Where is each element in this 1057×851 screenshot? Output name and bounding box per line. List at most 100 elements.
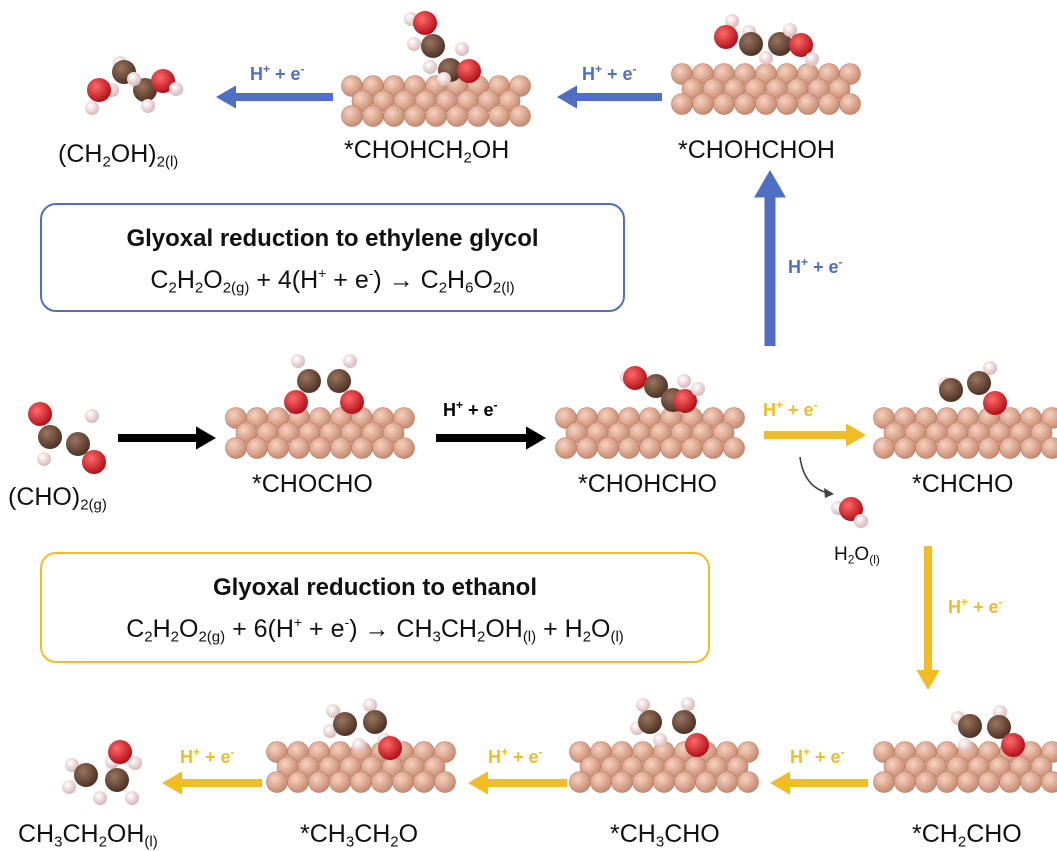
- copper-atom: [330, 437, 352, 459]
- copper-atom: [1030, 422, 1053, 444]
- arrow-head: [846, 423, 866, 447]
- copper-atom: [671, 93, 693, 115]
- copper-atom: [1020, 771, 1042, 793]
- label-water: H2O(l): [834, 544, 880, 567]
- copper-atom: [392, 771, 414, 793]
- copper-atom: [382, 422, 405, 444]
- copper-atom: [309, 437, 331, 459]
- oxygen-atom: [28, 402, 52, 426]
- glycol-summary-equation: C2H2O2(g) + 4(H+ + e-) → C2H6O2(l): [150, 265, 515, 297]
- carbon-atom: [672, 710, 696, 734]
- molecule-water: [831, 497, 868, 528]
- copper-atom: [467, 105, 489, 127]
- arrow-chocho-to-chohcho: [436, 426, 546, 450]
- hydrogen-atom: [65, 758, 79, 772]
- carbon-atom: [327, 369, 351, 393]
- copper-atom: [287, 771, 309, 793]
- hydrogen-atom: [455, 42, 469, 56]
- copper-atom: [371, 771, 393, 793]
- hydrogen-atom: [85, 101, 99, 115]
- copper-atom: [999, 771, 1021, 793]
- copper-atom: [726, 756, 749, 778]
- copper-atom: [423, 756, 446, 778]
- step-label-blue-1: H+ + e-: [250, 62, 305, 85]
- slab-ch3cho: [569, 741, 759, 793]
- slab-ch2cho: [873, 741, 1057, 793]
- arrow-ch3ch2o-to-ethanol: [162, 771, 262, 795]
- copper-atom: [873, 771, 895, 793]
- arrow-head: [162, 771, 182, 795]
- copper-atom: [434, 741, 456, 763]
- arrow-chcho-to-ch2cho: [916, 546, 940, 690]
- arrow-head: [916, 670, 940, 690]
- hydrogen-atom: [128, 756, 142, 770]
- copper-atom: [692, 93, 714, 115]
- step-label-yellow-4: H+ + e-: [488, 745, 543, 768]
- slab-chohchoh: [671, 63, 861, 115]
- oxygen-atom: [983, 391, 1007, 415]
- copper-atom: [957, 771, 979, 793]
- copper-atom: [755, 93, 777, 115]
- carbon-atom: [105, 768, 129, 792]
- copper-atom: [611, 771, 633, 793]
- copper-atom: [818, 93, 840, 115]
- carbon-atom: [333, 712, 357, 736]
- copper-atom: [1041, 771, 1057, 793]
- hydrogen-atom: [854, 514, 868, 528]
- copper-atom: [839, 63, 861, 85]
- arrow-ch3cho-to-ch3ch2o: [468, 771, 567, 795]
- copper-atom: [828, 78, 851, 100]
- oxygen-atom: [413, 11, 437, 35]
- copper-atom: [695, 771, 717, 793]
- molecule-ch2cho: [951, 705, 1025, 757]
- oxygen-atom: [685, 733, 709, 757]
- ethanol-summary-equation: C2H2O2(g) + 6(H+ + e-) → CH3CH2OH(l) + H…: [126, 614, 624, 646]
- hydrogen-atom: [805, 52, 819, 66]
- copper-atom: [1020, 437, 1042, 459]
- hydrogen-atom: [125, 791, 139, 805]
- copper-atom: [383, 105, 405, 127]
- arrow-water-release: [799, 456, 834, 498]
- hydrogen-atom: [363, 698, 377, 712]
- hydrogen-atom: [653, 733, 667, 747]
- copper-atom: [404, 105, 426, 127]
- carbon-atom: [74, 763, 98, 787]
- molecule-chohch2oh: [404, 11, 481, 86]
- label-chohcho: *CHOHCHO: [578, 470, 717, 498]
- copper-atom: [936, 437, 958, 459]
- oxygen-atom: [673, 389, 697, 413]
- arrow-ch2cho-to-ch3cho: [770, 771, 868, 795]
- copper-atom: [266, 771, 288, 793]
- step-label-blue-3: H+ + e-: [788, 255, 843, 278]
- hydrogen-atom: [725, 14, 739, 28]
- molecule-chohchoh: [714, 14, 819, 66]
- arrow-head: [468, 771, 488, 795]
- carbon-atom: [297, 369, 321, 393]
- step-label-yellow-1: H+ + e-: [763, 398, 818, 421]
- arrow-chohcho-to-chohchoh: [754, 170, 786, 346]
- carbon-atom: [38, 425, 62, 449]
- copper-slabs: [225, 63, 1057, 793]
- oxygen-atom: [839, 497, 863, 521]
- hydrogen-atom: [141, 99, 155, 113]
- hydrogen-atom: [691, 382, 705, 396]
- copper-atom: [225, 437, 247, 459]
- copper-atom: [498, 90, 521, 112]
- copper-atom: [488, 105, 510, 127]
- copper-atom: [362, 105, 384, 127]
- hydrogen-atom: [37, 452, 51, 466]
- copper-atom: [978, 437, 1000, 459]
- oxygen-atom: [789, 33, 813, 57]
- copper-atom: [413, 771, 435, 793]
- arrow-head: [196, 426, 216, 450]
- copper-atom: [308, 771, 330, 793]
- arrow-curve: [799, 456, 829, 494]
- arrow-chohch2oh-to-glycol: [216, 85, 333, 109]
- copper-atom: [978, 771, 1000, 793]
- copper-atom: [894, 771, 916, 793]
- hydrogen-atom: [636, 698, 650, 712]
- arrow-head: [557, 85, 577, 109]
- copper-atom: [267, 437, 289, 459]
- label-glyoxal-gas: (CHO)2(g): [8, 483, 107, 514]
